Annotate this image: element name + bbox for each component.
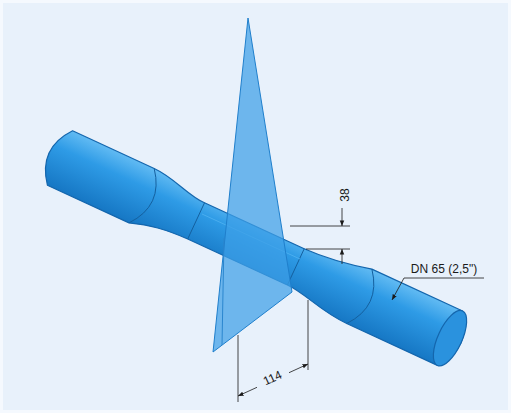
dimension-label: DN 65 (2,5") xyxy=(411,262,477,276)
pipe-rim xyxy=(129,169,156,223)
extension-line xyxy=(306,249,350,250)
dimension-label: 38 xyxy=(338,188,352,201)
pipe-end-cap xyxy=(427,306,474,371)
pipe-rim xyxy=(347,269,374,323)
section-plane-edge xyxy=(222,238,224,345)
extension-line xyxy=(290,226,350,227)
dimension-label: 114 xyxy=(261,368,284,389)
leader-line xyxy=(404,278,484,279)
dimension-line xyxy=(289,364,308,373)
extension-line xyxy=(308,300,309,370)
extension-line xyxy=(238,335,239,402)
dimension-line xyxy=(342,249,343,264)
dimension-line xyxy=(238,387,257,396)
dimension-line xyxy=(342,208,343,226)
section-plane xyxy=(213,18,292,352)
section-edge xyxy=(188,203,205,239)
leader-line xyxy=(392,278,404,300)
